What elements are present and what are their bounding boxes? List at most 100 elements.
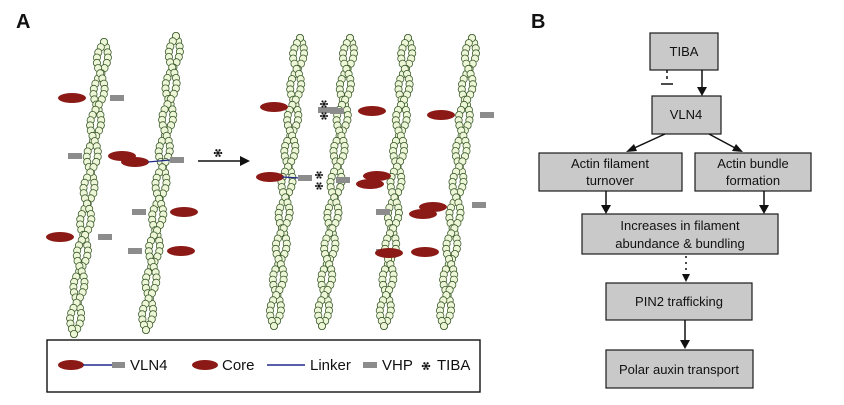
tiba-to-vln4-arrow xyxy=(697,70,707,96)
actin-subunit xyxy=(141,325,150,334)
tiba-star xyxy=(213,149,223,157)
vln4-core xyxy=(256,172,284,182)
tiba-dot xyxy=(320,173,324,177)
vln4-core xyxy=(411,247,439,257)
vln4-core xyxy=(356,179,384,189)
bundle-to-increase-arrow xyxy=(759,191,769,214)
legend-item-tiba: TIBA xyxy=(421,357,470,374)
tiba-dot xyxy=(320,184,324,188)
tiba-dot xyxy=(316,176,319,179)
tiba-dot xyxy=(319,187,322,190)
flow-text-vln4: VLN4 xyxy=(670,107,703,122)
flow-box-tiba: TIBA xyxy=(649,32,719,71)
tiba-star xyxy=(319,100,329,108)
tiba-star xyxy=(319,112,329,120)
flow-connectors xyxy=(601,70,769,349)
vln4-headpiece xyxy=(170,157,184,163)
tiba-dot xyxy=(316,171,319,174)
tiba-dot xyxy=(423,367,426,370)
actin-filament-1 xyxy=(66,38,112,338)
vln4-headpiece xyxy=(376,209,390,215)
tiba-molecules xyxy=(213,100,329,190)
vln4-headpiece xyxy=(68,153,82,159)
vln4-headpiece xyxy=(472,202,486,208)
flow-box-increase: Increases in filament abundance & bundli… xyxy=(581,213,779,255)
flow-text-increase-2: abundance & bundling xyxy=(615,236,744,251)
legend-item-vhp: VHP xyxy=(363,357,413,374)
panel-a-label: A xyxy=(16,11,30,33)
tiba-icon xyxy=(421,362,431,370)
actin-subunit xyxy=(439,321,448,330)
vln4-core xyxy=(58,93,86,103)
tiba-core xyxy=(322,114,326,118)
actin-subunit xyxy=(379,321,388,330)
vln4-core xyxy=(427,110,455,120)
actin-filament-6 xyxy=(435,34,480,330)
pin2-to-auxin-arrow xyxy=(680,320,690,349)
actin-filament-2 xyxy=(138,32,184,334)
tiba-dot xyxy=(321,105,324,108)
flow-text-turnover-1: Actin filament xyxy=(571,156,649,171)
tiba-dot xyxy=(319,182,322,185)
tiba-dot xyxy=(324,112,327,115)
tiba-arrow xyxy=(198,156,250,166)
flow-text-auxin: Polar auxin transport xyxy=(619,362,739,377)
vln4-core xyxy=(46,232,74,242)
flow-box-actin-bundle: Actin bundle formation xyxy=(694,152,812,192)
inhibition-arrow xyxy=(661,70,673,85)
vln4-headpiece xyxy=(336,177,350,183)
vln4-to-turnover-arrow xyxy=(626,133,666,152)
vln4-core xyxy=(375,248,403,258)
tiba-dot xyxy=(426,362,429,365)
tiba-star xyxy=(314,182,324,190)
tiba-core xyxy=(216,151,220,155)
tiba-dot xyxy=(325,102,329,106)
panel-a-filament-illustration xyxy=(46,32,494,338)
vln4-core xyxy=(358,106,386,116)
tiba-dot xyxy=(316,182,319,185)
vln4-headpiece xyxy=(128,248,142,254)
vln4-headpiece xyxy=(132,209,146,215)
vln4-headpiece xyxy=(480,112,494,118)
flow-box-auxin: Polar auxin transport xyxy=(605,349,754,389)
tiba-dot xyxy=(324,100,327,103)
tiba-dot xyxy=(321,100,324,103)
tiba-dot xyxy=(325,114,329,118)
tiba-dot xyxy=(319,102,323,106)
actin-filaments xyxy=(66,32,480,338)
tiba-dot xyxy=(215,149,218,152)
vln4-linker xyxy=(281,176,301,179)
legend-item-vln4: VLN4 xyxy=(58,357,168,374)
turnover-to-increase-arrow xyxy=(601,191,611,214)
tiba-dot xyxy=(423,362,426,365)
flow-box-actin-turnover: Actin filament turnover xyxy=(538,152,683,192)
flow-text-increase-1: Increases in filament xyxy=(620,218,740,233)
legend: VLN4 Core Linker VHP TIBA xyxy=(46,339,481,393)
tiba-dot xyxy=(314,173,318,177)
legend-label-vln4: VLN4 xyxy=(130,357,168,374)
vln4-proteins xyxy=(46,93,494,258)
actin-filament-3 xyxy=(265,34,309,330)
tiba-dot xyxy=(213,151,216,155)
tiba-dot xyxy=(324,117,327,120)
tiba-dot xyxy=(321,117,324,120)
flow-text-bundle-1: Actin bundle xyxy=(717,156,789,171)
vln4-to-bundle-arrow xyxy=(708,133,743,152)
tiba-dot xyxy=(321,112,324,115)
tiba-dot xyxy=(220,151,223,155)
panel-b-flowchart: TIBA VLN4 Actin filament turnover Actin … xyxy=(538,32,812,389)
flow-text-pin2: PIN2 trafficking xyxy=(635,294,723,309)
vln4-core xyxy=(363,171,391,181)
legend-box xyxy=(46,339,481,393)
tiba-dot xyxy=(218,149,221,152)
actin-subunit xyxy=(70,329,79,338)
vln4-core xyxy=(260,102,288,112)
legend-label-tiba: TIBA xyxy=(437,357,470,374)
flow-text-tiba: TIBA xyxy=(670,44,699,59)
vln4-headpiece xyxy=(110,95,124,101)
vln4-headpiece xyxy=(298,175,312,181)
tiba-dot xyxy=(319,114,323,118)
flow-text-bundle-2: formation xyxy=(726,173,780,188)
vln4-core xyxy=(409,209,437,219)
